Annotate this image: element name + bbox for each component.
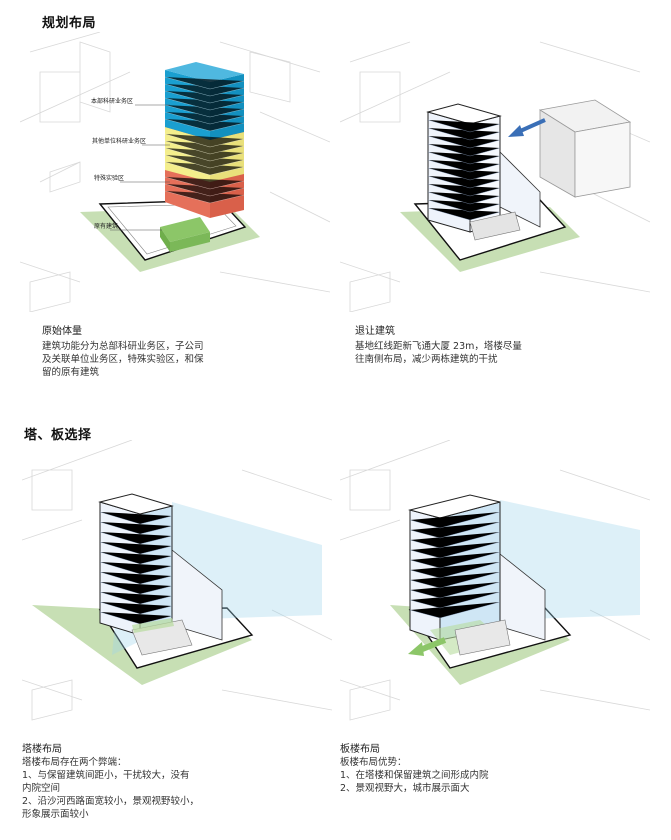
diagram-setback xyxy=(340,32,650,312)
arrow-left-icon xyxy=(508,118,546,137)
caption-title-original-massing: 原始体量 xyxy=(42,326,82,337)
diagram-original-massing: 本部科研业务区 其他单位科研业务区 特殊实验区 原有建筑 xyxy=(20,32,330,312)
diagram-tower-layout xyxy=(22,440,332,730)
diagram-slab-layout xyxy=(340,440,650,730)
section-title-tower-slab: 塔、板选择 xyxy=(24,428,92,443)
arrow-down-left-icon xyxy=(408,637,447,656)
caption-body-tower-layout: 塔楼布局存在两个弊端： 1、与保留建筑间距小，干扰较大，没有 内院空间 2、沿沙… xyxy=(22,757,200,820)
existing-building xyxy=(160,217,210,242)
caption-title-slab-layout: 板楼布局 xyxy=(340,744,380,755)
caption-body-original-massing: 建筑功能分为总部科研业务区，子公司 及关联单位业务区，特殊实验区，和保 留的原有… xyxy=(42,341,204,378)
caption-title-setback: 退让建筑 xyxy=(355,326,395,337)
label-special-lab: 特殊实验区 xyxy=(94,174,124,182)
section-title-planning: 规划布局 xyxy=(42,16,97,31)
caption-title-tower-layout: 塔楼布局 xyxy=(22,744,62,755)
label-existing: 原有建筑 xyxy=(94,222,118,230)
caption-body-setback: 基地红线距新飞通大厦 23m，塔楼尽量 往南侧布局，减少两栋建筑的干扰 xyxy=(355,341,522,365)
caption-body-slab-layout: 板楼布局优势： 1、在塔楼和保留建筑之间形成内院 2、景观视野大，城市展示面大 xyxy=(340,757,489,794)
label-other-units: 其他单位科研业务区 xyxy=(92,137,146,145)
label-headquarters: 本部科研业务区 xyxy=(91,97,133,105)
